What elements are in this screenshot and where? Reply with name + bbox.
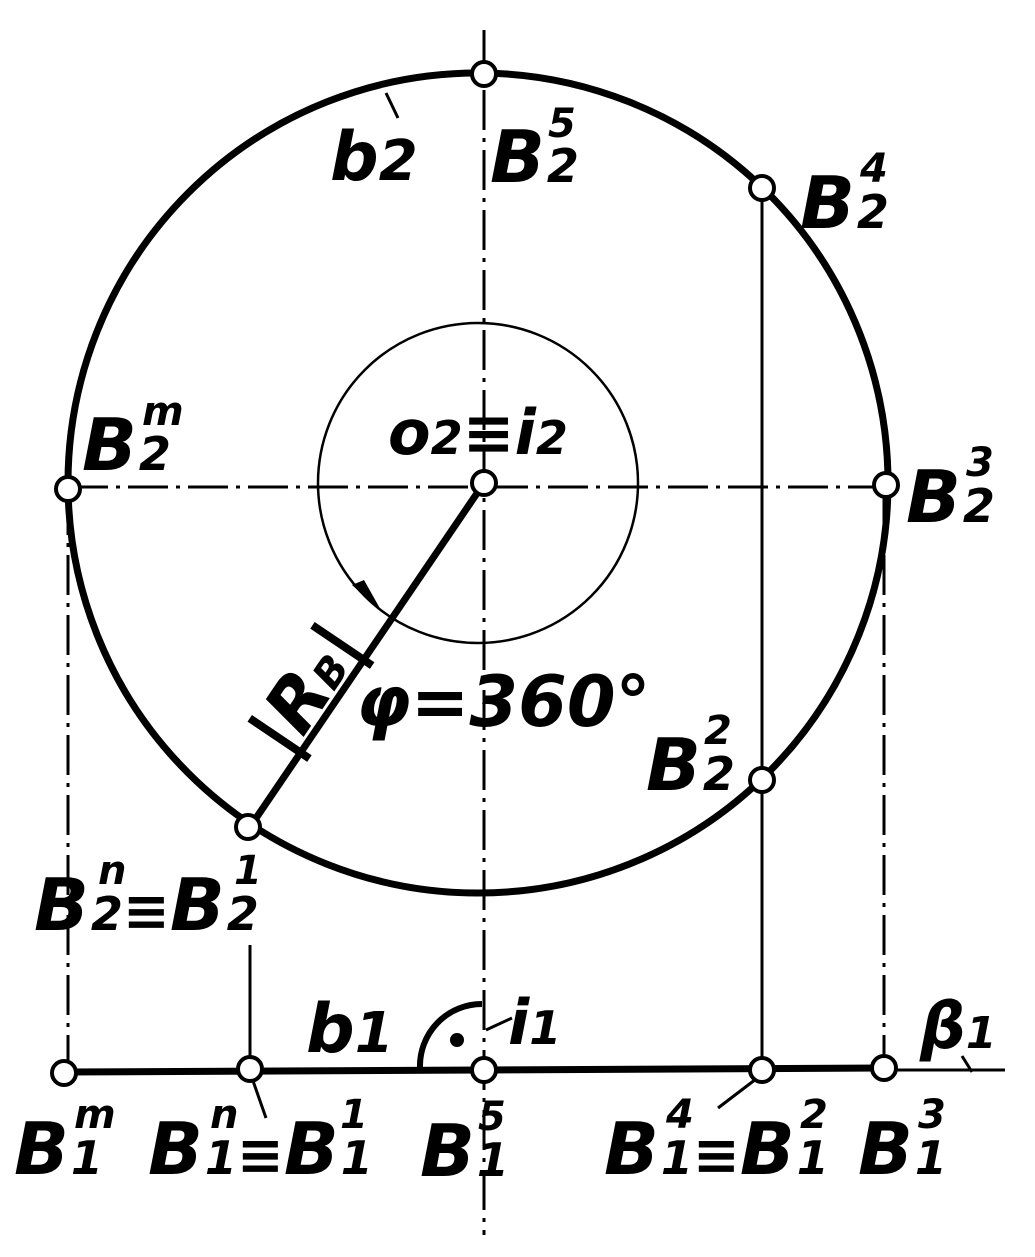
point-B2-5 [470, 60, 498, 88]
label-B2-n-B2-1: B2≡B2 [34, 863, 259, 947]
label-B2-n-sup: n [98, 848, 126, 894]
point-o2 [470, 469, 498, 497]
point-B1-4 [748, 1056, 776, 1084]
label-B1-m-sup: m [74, 1092, 116, 1138]
label-B2-5: B2 [490, 115, 579, 199]
label-B1-n-B1-1: B1≡B1 [148, 1107, 373, 1191]
label-b2: b2 [330, 118, 418, 197]
label-o2-i2: o2≡i2 [388, 396, 568, 469]
b1n-leader [250, 1077, 268, 1119]
label-B1-4-B1-2: B1≡B1 [604, 1107, 829, 1191]
label-beta1: β1 [919, 990, 996, 1064]
label-B2-5-sup: 5 [548, 101, 576, 147]
radius-line [247, 481, 487, 829]
label-B2-4-sup: 4 [859, 146, 888, 192]
label-B2-4: B2 [800, 161, 889, 245]
label-B1-5-sup: 5 [478, 1094, 506, 1140]
label-B1-1-sup: 1 [340, 1092, 368, 1138]
label-B2-m-sup: m [142, 389, 184, 435]
label-B1-5: B1 [420, 1109, 509, 1193]
point-B2-1 [234, 813, 262, 841]
point-B2-3 [872, 471, 900, 499]
label-B2-1-sup: 1 [234, 848, 262, 894]
label-B2-m: B2 [82, 403, 171, 487]
label-B1-2-sup: 2 [800, 1092, 828, 1138]
point-B2-4 [748, 174, 776, 202]
label-phi: φ=360° [356, 661, 651, 743]
label-B1-m: B1 [14, 1107, 103, 1191]
label-B1-n-sup: n [210, 1092, 238, 1138]
label-B2-3: B2 [906, 455, 995, 539]
beta1-tick [960, 1055, 974, 1073]
label-b1: b1 [306, 990, 394, 1069]
label-i1: i1 [508, 986, 561, 1059]
label-B2-3-sup: 3 [966, 440, 994, 486]
label-B1-3: B1 [858, 1107, 947, 1191]
label-B1-4-sup: 4 [665, 1092, 694, 1138]
i1-leader [485, 1016, 513, 1032]
arrow-icon [352, 580, 382, 612]
point-B2-m [54, 475, 82, 503]
small-circle [316, 321, 640, 645]
point-B1-n [236, 1055, 264, 1083]
label-B1-3-sup: 3 [918, 1092, 946, 1138]
label-B2-2: B2 [646, 723, 735, 807]
point-B1-5 [470, 1056, 498, 1084]
point-B1-m [50, 1059, 78, 1087]
label-B2-2-sup: 2 [704, 708, 732, 754]
b2-leader [384, 92, 400, 119]
right-angle-arc [416, 1001, 483, 1069]
dot-icon [450, 1033, 464, 1047]
point-B2-2 [748, 766, 776, 794]
b14-leader [717, 1074, 761, 1110]
point-B1-3 [870, 1054, 898, 1082]
